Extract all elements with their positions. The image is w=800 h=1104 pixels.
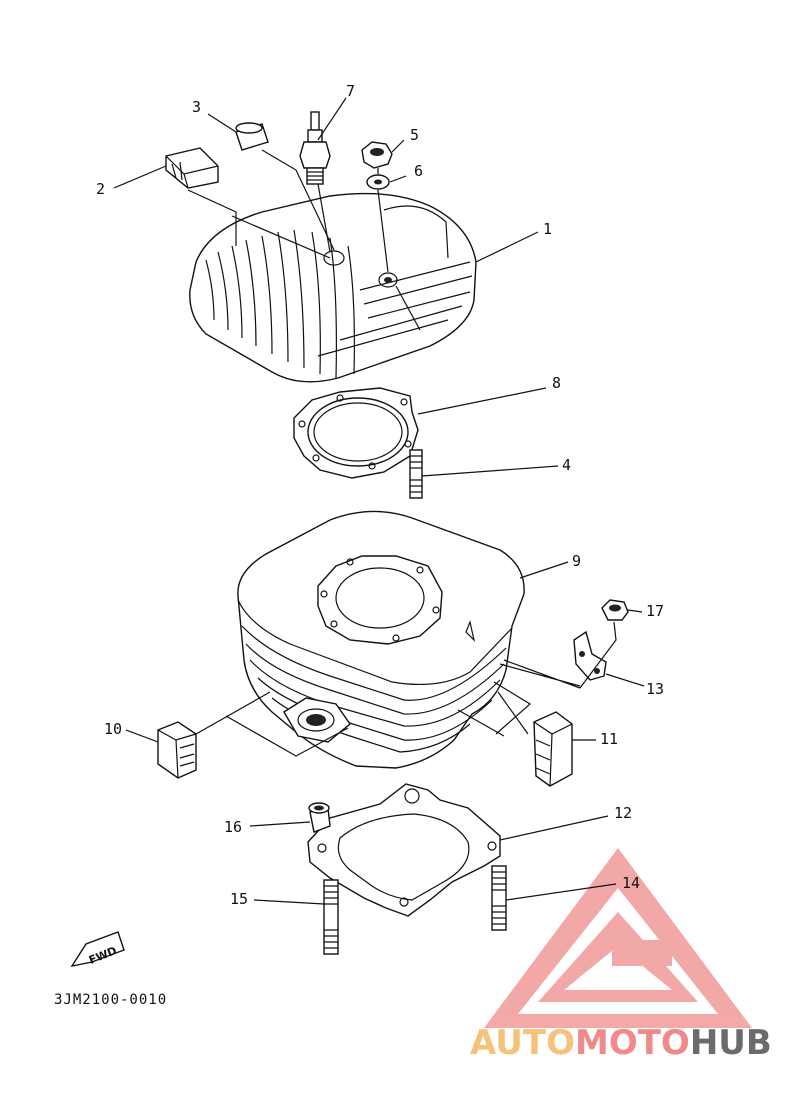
spark-plug-7 (299, 111, 331, 185)
callout-3: 3 (192, 98, 201, 116)
callout-4: 4 (562, 456, 571, 474)
callouts: 1 2 3 4 5 6 7 8 9 10 11 12 13 14 15 16 1… (96, 82, 664, 908)
callout-5: 5 (410, 126, 419, 144)
watermark-wordmark: AUTOMOTOHUB (470, 1023, 772, 1063)
dowel-16 (308, 802, 331, 833)
stud-15 (323, 879, 339, 955)
leader-lines (113, 97, 645, 905)
washer-6 (366, 174, 390, 190)
fwd-arrow-icon: FWD (70, 931, 125, 968)
stud-4 (409, 449, 423, 499)
cylinder-9 (237, 510, 525, 769)
callout-13: 13 (646, 680, 664, 698)
callout-6: 6 (414, 162, 423, 180)
watermark-logo-icon (484, 848, 752, 1028)
damper-10 (157, 721, 197, 779)
callout-1: 1 (543, 220, 552, 238)
callout-14: 14 (622, 874, 640, 892)
watermark-moto: MOTO (575, 1023, 690, 1063)
damper-11 (533, 711, 573, 787)
nut-5 (361, 141, 393, 169)
damper-2 (165, 147, 219, 189)
callout-9: 9 (572, 552, 581, 570)
diagram-code: 3JM2100-0010 (54, 992, 167, 1008)
callout-11: 11 (600, 730, 618, 748)
watermark-hub: HUB (690, 1023, 772, 1063)
callout-16: 16 (224, 818, 242, 836)
svg-text:AUTOMOTOHUB: AUTOMOTOHUB (470, 1023, 772, 1063)
callout-8: 8 (552, 374, 561, 392)
callout-15: 15 (230, 890, 248, 908)
base-gasket-12 (307, 783, 501, 917)
stud-14 (491, 865, 507, 931)
nut-17 (601, 599, 629, 621)
callout-10: 10 (104, 720, 122, 738)
cylinder-head (189, 192, 477, 383)
callout-2: 2 (96, 180, 105, 198)
watermark-auto: AUTO (470, 1023, 575, 1063)
dowel-pin-3 (235, 122, 269, 151)
callout-17: 17 (646, 602, 664, 620)
callout-7: 7 (346, 82, 355, 100)
head-gasket-8 (293, 387, 419, 479)
bracket-13 (573, 630, 607, 681)
callout-12: 12 (614, 804, 632, 822)
